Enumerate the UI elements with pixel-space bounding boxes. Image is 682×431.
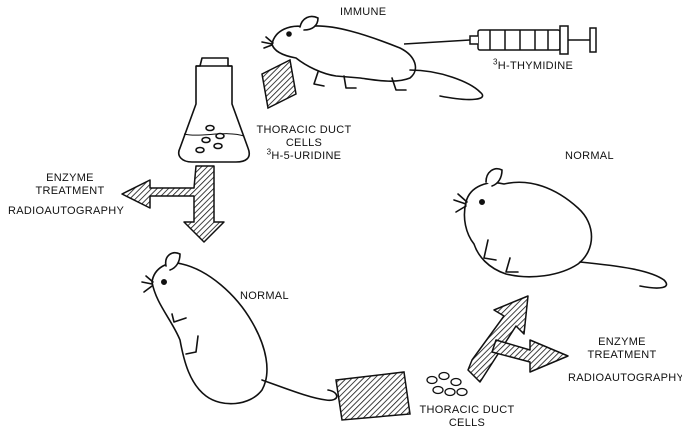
uridine-text: H-5-URIDINE <box>271 150 341 162</box>
enzyme-left-line2: TREATMENT <box>20 185 120 198</box>
normal-rat-left-icon <box>142 253 337 404</box>
label-thoracic-duct-cells-bottom: THORACIC DUCT CELLS <box>412 404 522 430</box>
normal-rat-right-icon <box>454 169 667 288</box>
arrow-immune-to-flask <box>262 60 296 108</box>
enzyme-left-line1: ENZYME <box>20 172 120 185</box>
label-radioautography-left: RADIOAUTOGRAPHY <box>8 205 124 218</box>
label-enzyme-treatment-left: ENZYME TREATMENT <box>20 172 120 198</box>
label-normal-right: NORMAL <box>565 150 614 163</box>
enzyme-right-line2: TREATMENT <box>572 349 672 362</box>
label-enzyme-treatment-right: ENZYME TREATMENT <box>572 336 672 362</box>
label-normal-left: NORMAL <box>240 290 289 303</box>
label-immune: IMMUNE <box>340 6 386 19</box>
arrow-cells-right-branch <box>492 340 568 372</box>
label-thoracic-duct-cells-top: THORACIC DUCT CELLS 3H-5-URIDINE <box>254 124 354 163</box>
thymidine-text: H-THYMIDINE <box>498 60 573 72</box>
label-radioautography-right: RADIOAUTOGRAPHY <box>568 372 682 385</box>
cells-icon <box>427 373 467 396</box>
syringe-icon <box>404 26 596 54</box>
thoracic-bottom-line2: CELLS <box>412 417 522 430</box>
thoracic-top-line1: THORACIC DUCT <box>254 124 354 137</box>
arrow-flask-down-branch <box>122 166 224 242</box>
label-thymidine: 3H-THYMIDINE <box>493 60 573 73</box>
thoracic-bottom-line1: THORACIC DUCT <box>412 404 522 417</box>
enzyme-right-line1: ENZYME <box>572 336 672 349</box>
arrow-rat-to-cells <box>336 372 410 420</box>
arrow-cells-up-branch <box>468 296 528 382</box>
flask-icon <box>179 58 250 162</box>
uridine-line: 3H-5-URIDINE <box>254 150 354 163</box>
